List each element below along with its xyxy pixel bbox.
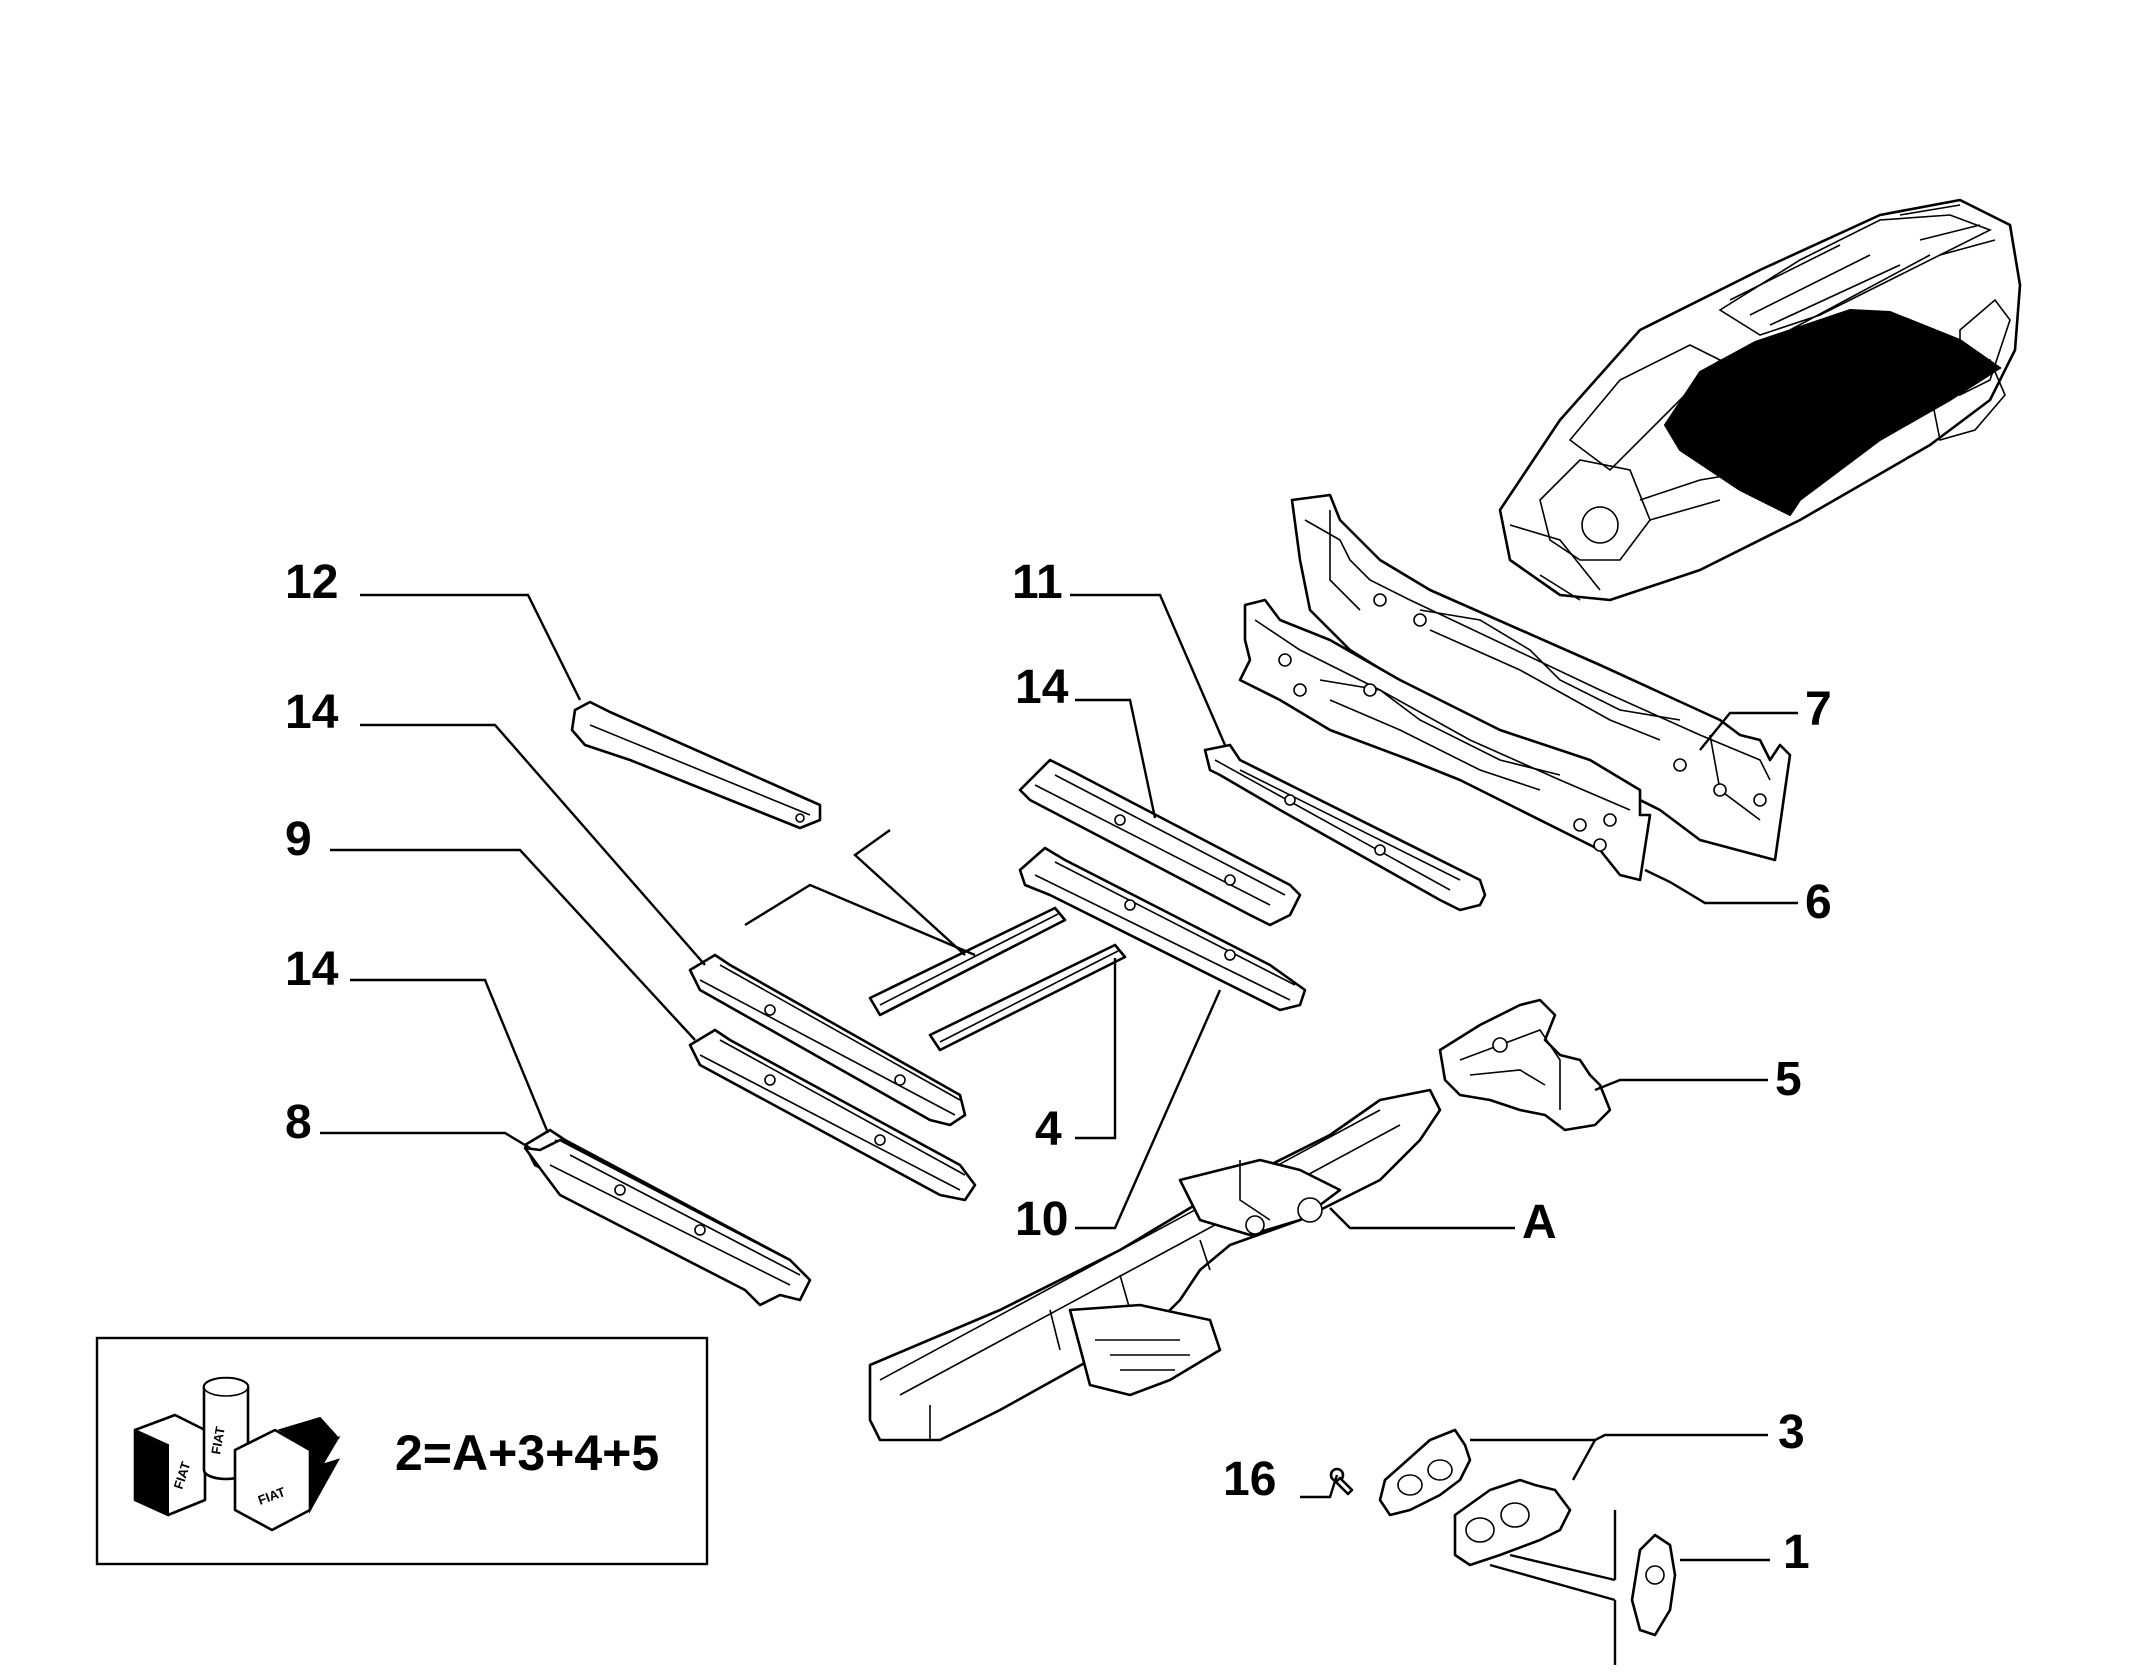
callout-3: 3 (1778, 1406, 1805, 1459)
part-5-bracket (1438, 998, 1612, 1132)
part-9-rail (688, 1028, 977, 1202)
vehicle-body-overview (1498, 198, 2022, 602)
callout-labels: 12 14 9 14 8 11 14 7 6 5 4 10 A 3 16 1 (285, 556, 1832, 1579)
callout-11: 11 (1012, 556, 1063, 609)
callout-A: A (1522, 1196, 1557, 1249)
legend-formula: 2=A+3+4+5 (395, 1425, 659, 1481)
fiat-logo-cylinder: FIAT (208, 1425, 228, 1455)
callout-12: 12 (285, 556, 338, 609)
part-1-bracket (1630, 1533, 1677, 1637)
part-8-rail (523, 1138, 812, 1307)
leader-lines (320, 593, 1798, 1665)
part-7-rear-member (1290, 493, 1792, 862)
part-4-plates (868, 906, 1127, 1052)
legend-box: FIAT FIAT FIAT 2=A+3+4+5 (95, 1336, 709, 1566)
callout-14-upper-left: 14 (285, 686, 339, 739)
fiat-parts-kit-icon: FIAT FIAT FIAT (133, 1376, 341, 1532)
callout-8: 8 (285, 1096, 312, 1149)
callout-5: 5 (1775, 1053, 1802, 1106)
callout-1: 1 (1783, 1526, 1810, 1579)
callout-9: 9 (285, 813, 312, 866)
part-12-bar (570, 700, 822, 830)
part-14-rail-center (1018, 758, 1302, 927)
part-A-longitudinal-member (868, 1088, 1442, 1442)
part-16-screw (1329, 1467, 1354, 1496)
callout-14-center: 14 (1015, 661, 1069, 714)
part-14-rail-left-upper (688, 953, 967, 1127)
callout-4: 4 (1035, 1103, 1062, 1156)
callout-16: 16 (1223, 1453, 1276, 1506)
callout-7: 7 (1805, 683, 1832, 736)
callout-14-lower-left: 14 (285, 943, 339, 996)
part-10-rail (1018, 846, 1307, 1012)
part-3-brackets (1378, 1428, 1572, 1567)
callout-6: 6 (1805, 876, 1832, 929)
callout-10: 10 (1015, 1193, 1068, 1246)
part-11-rail (1203, 743, 1487, 912)
part-6-cross-member (1238, 598, 1652, 882)
